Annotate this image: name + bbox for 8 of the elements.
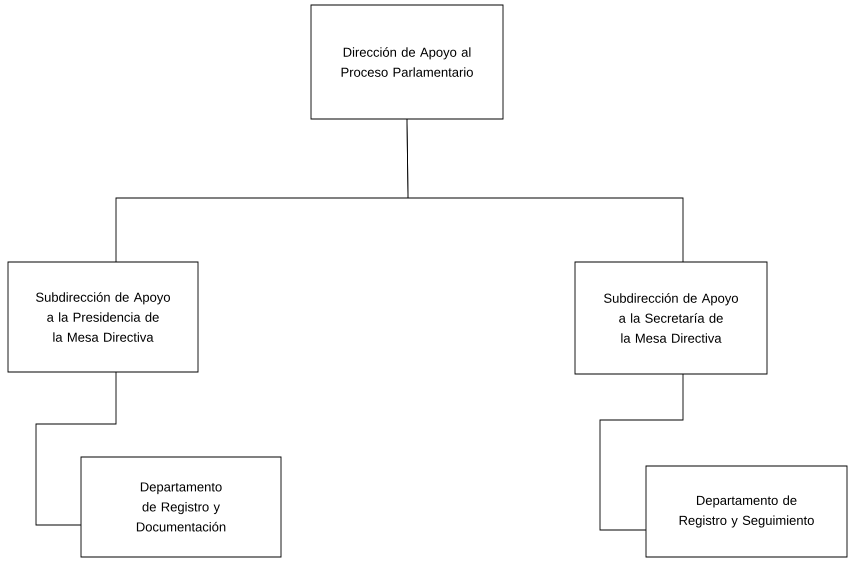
org-box: Departamento de Registro y Documentación bbox=[80, 456, 282, 558]
org-box: Subdirección de Apoyo a la Presidencia de la Mesa Directiva bbox=[8, 262, 198, 372]
connector-line bbox=[406, 119, 684, 262]
org-box: Departamento de Registro y Seguimiento bbox=[646, 466, 848, 558]
connector-line bbox=[36, 372, 116, 526]
org-box: Subdirección de Apoyo a la Secretaría de la Mesa Directiva bbox=[574, 262, 768, 374]
connector-line bbox=[600, 374, 684, 530]
org-box: Dirección de Apoyo al Proceso Parlamentario bbox=[310, 4, 504, 120]
